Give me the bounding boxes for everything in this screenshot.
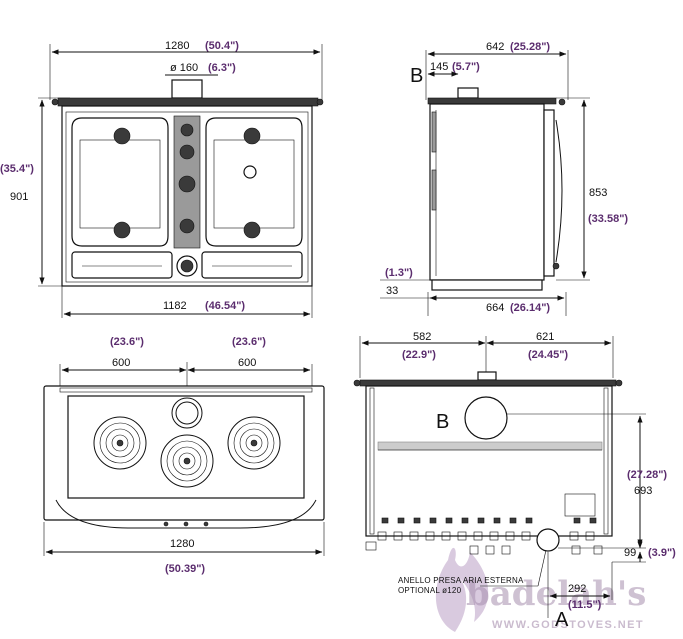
rear-view: 582 621 (22.9") (24.45") B xyxy=(353,331,676,631)
side-foot-label: 33 xyxy=(386,285,398,297)
side-flue-letter: B xyxy=(410,65,423,87)
flue-diameter-label: ø 160 xyxy=(170,62,198,74)
rear-air-letter: A xyxy=(555,609,569,631)
top-left-half-inch: (23.6") xyxy=(110,336,144,348)
watermark-site: WWW.GODSTOVES.NET xyxy=(492,619,644,631)
rear-air-offset-label: 292 xyxy=(568,583,586,595)
side-height-label: 853 xyxy=(589,187,607,199)
rear-air-offset-inch: (11.5") xyxy=(568,599,602,611)
top-right-half-label: 600 xyxy=(238,357,256,369)
rear-vent-slots xyxy=(365,517,603,555)
rear-right-inch: (24.45") xyxy=(528,349,568,361)
hotplate-right-icon xyxy=(227,416,281,470)
rear-note-line2: OPTIONAL ø120 xyxy=(398,586,462,595)
front-width-inch: (50.4") xyxy=(205,40,239,52)
side-depth-inch: (25.28") xyxy=(510,41,550,53)
rear-air-height-inch: (3.9") xyxy=(648,547,676,559)
side-foot-inch: (1.3") xyxy=(385,267,413,279)
rear-left-inch: (22.9") xyxy=(402,349,436,361)
rear-left-label: 582 xyxy=(413,331,431,343)
rear-right-label: 621 xyxy=(536,331,554,343)
flame-logo-icon xyxy=(435,547,489,632)
front-height-inch: (35.4") xyxy=(0,163,34,175)
front-view: 1280 (50.4") ø 160 (6.3") 901 (35.4") xyxy=(0,40,324,318)
rear-flue-letter: B xyxy=(436,411,449,433)
rear-flue-height-label: 693 xyxy=(634,485,652,497)
side-height-inch: (33.58") xyxy=(588,213,628,225)
top-width-label: 1280 xyxy=(170,538,194,550)
side-view: 642 (25.28") B 145 (5.7") 853 (33.58") (… xyxy=(380,41,628,316)
hotplate-center-icon xyxy=(160,434,214,488)
front-base-width-label: 1182 xyxy=(163,300,187,312)
side-flue-offset-label: 145 xyxy=(430,61,448,73)
hotplate-left-icon xyxy=(93,416,147,470)
side-base-depth-inch: (26.14") xyxy=(510,302,550,314)
side-flue-offset-inch: (5.7") xyxy=(452,61,480,73)
side-depth-label: 642 xyxy=(486,41,504,53)
front-base-width-inch: (46.54") xyxy=(205,300,245,312)
rear-note-line1: ANELLO PRESA ARIA ESTERNA xyxy=(398,576,524,585)
rear-flue-height-inch: (27.28") xyxy=(627,469,667,481)
front-height-label: 901 xyxy=(10,191,28,203)
top-right-half-inch: (23.6") xyxy=(232,336,266,348)
rear-air-height-label: 99 xyxy=(624,547,636,559)
top-left-half-label: 600 xyxy=(112,357,130,369)
top-width-inch: (50.39") xyxy=(165,563,205,575)
watermark: badelah's WWW.GODSTOVES.NET xyxy=(435,547,646,632)
top-view: (23.6") (23.6") 600 600 xyxy=(43,336,325,575)
flue-diameter-inch: (6.3") xyxy=(208,62,236,74)
front-width-label: 1280 xyxy=(165,40,189,52)
side-base-depth-label: 664 xyxy=(486,302,504,314)
